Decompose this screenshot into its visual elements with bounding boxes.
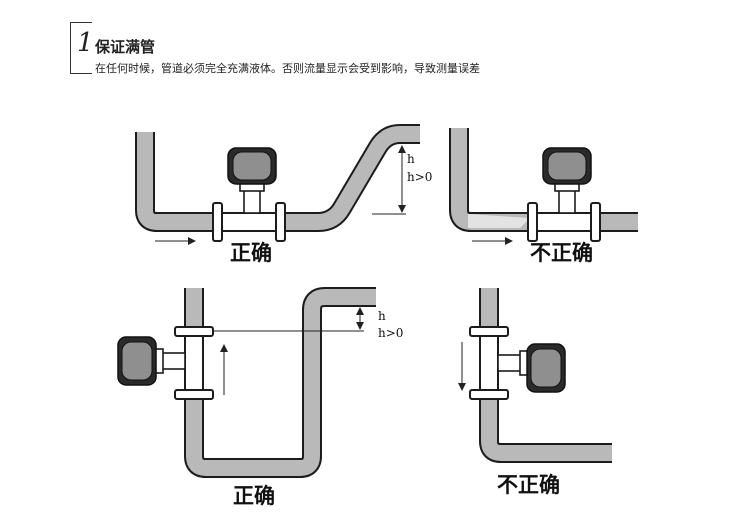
- flowmeter-bottom-left: [117, 326, 214, 400]
- height-marker-top-left: [372, 145, 406, 215]
- section-title: 保证满管: [95, 38, 156, 56]
- step-number: 1: [77, 28, 94, 58]
- height-label-bottom-left: h: [378, 309, 386, 323]
- condition-label-top-left: h>0: [407, 170, 432, 184]
- pipe-top-right: [449, 128, 638, 232]
- height-marker-bottom-left: [213, 307, 364, 332]
- pipe-bottom-left: [184, 287, 376, 478]
- diagram-bottom-right: 不正确: [458, 288, 612, 497]
- label-incorrect-top-right: 不正确: [530, 241, 593, 265]
- flowmeter-top-left: [212, 147, 286, 242]
- condition-label-bottom-left: h>0: [378, 326, 403, 340]
- height-label-top-left: h: [407, 152, 415, 166]
- diagram-bottom-left: h h>0 正确: [117, 287, 403, 508]
- step-bracket: [70, 22, 92, 74]
- pipe-top-left: [135, 124, 420, 232]
- label-correct-top-left: 正确: [230, 241, 272, 265]
- diagram-top-right: 不正确: [449, 128, 638, 265]
- pipe-bottom-right: [479, 288, 612, 463]
- diagram-top-left: h h>0 正确: [135, 124, 432, 265]
- flowmeter-top-right: [527, 147, 601, 242]
- label-incorrect-bottom-right: 不正确: [497, 473, 560, 497]
- label-correct-bottom-left: 正确: [233, 484, 275, 508]
- flowmeter-bottom-right: [469, 326, 566, 400]
- section-subtitle: 在任何时候，管道必须完全充满液体。否则流量显示会受到影响，导致测量误差: [95, 62, 480, 75]
